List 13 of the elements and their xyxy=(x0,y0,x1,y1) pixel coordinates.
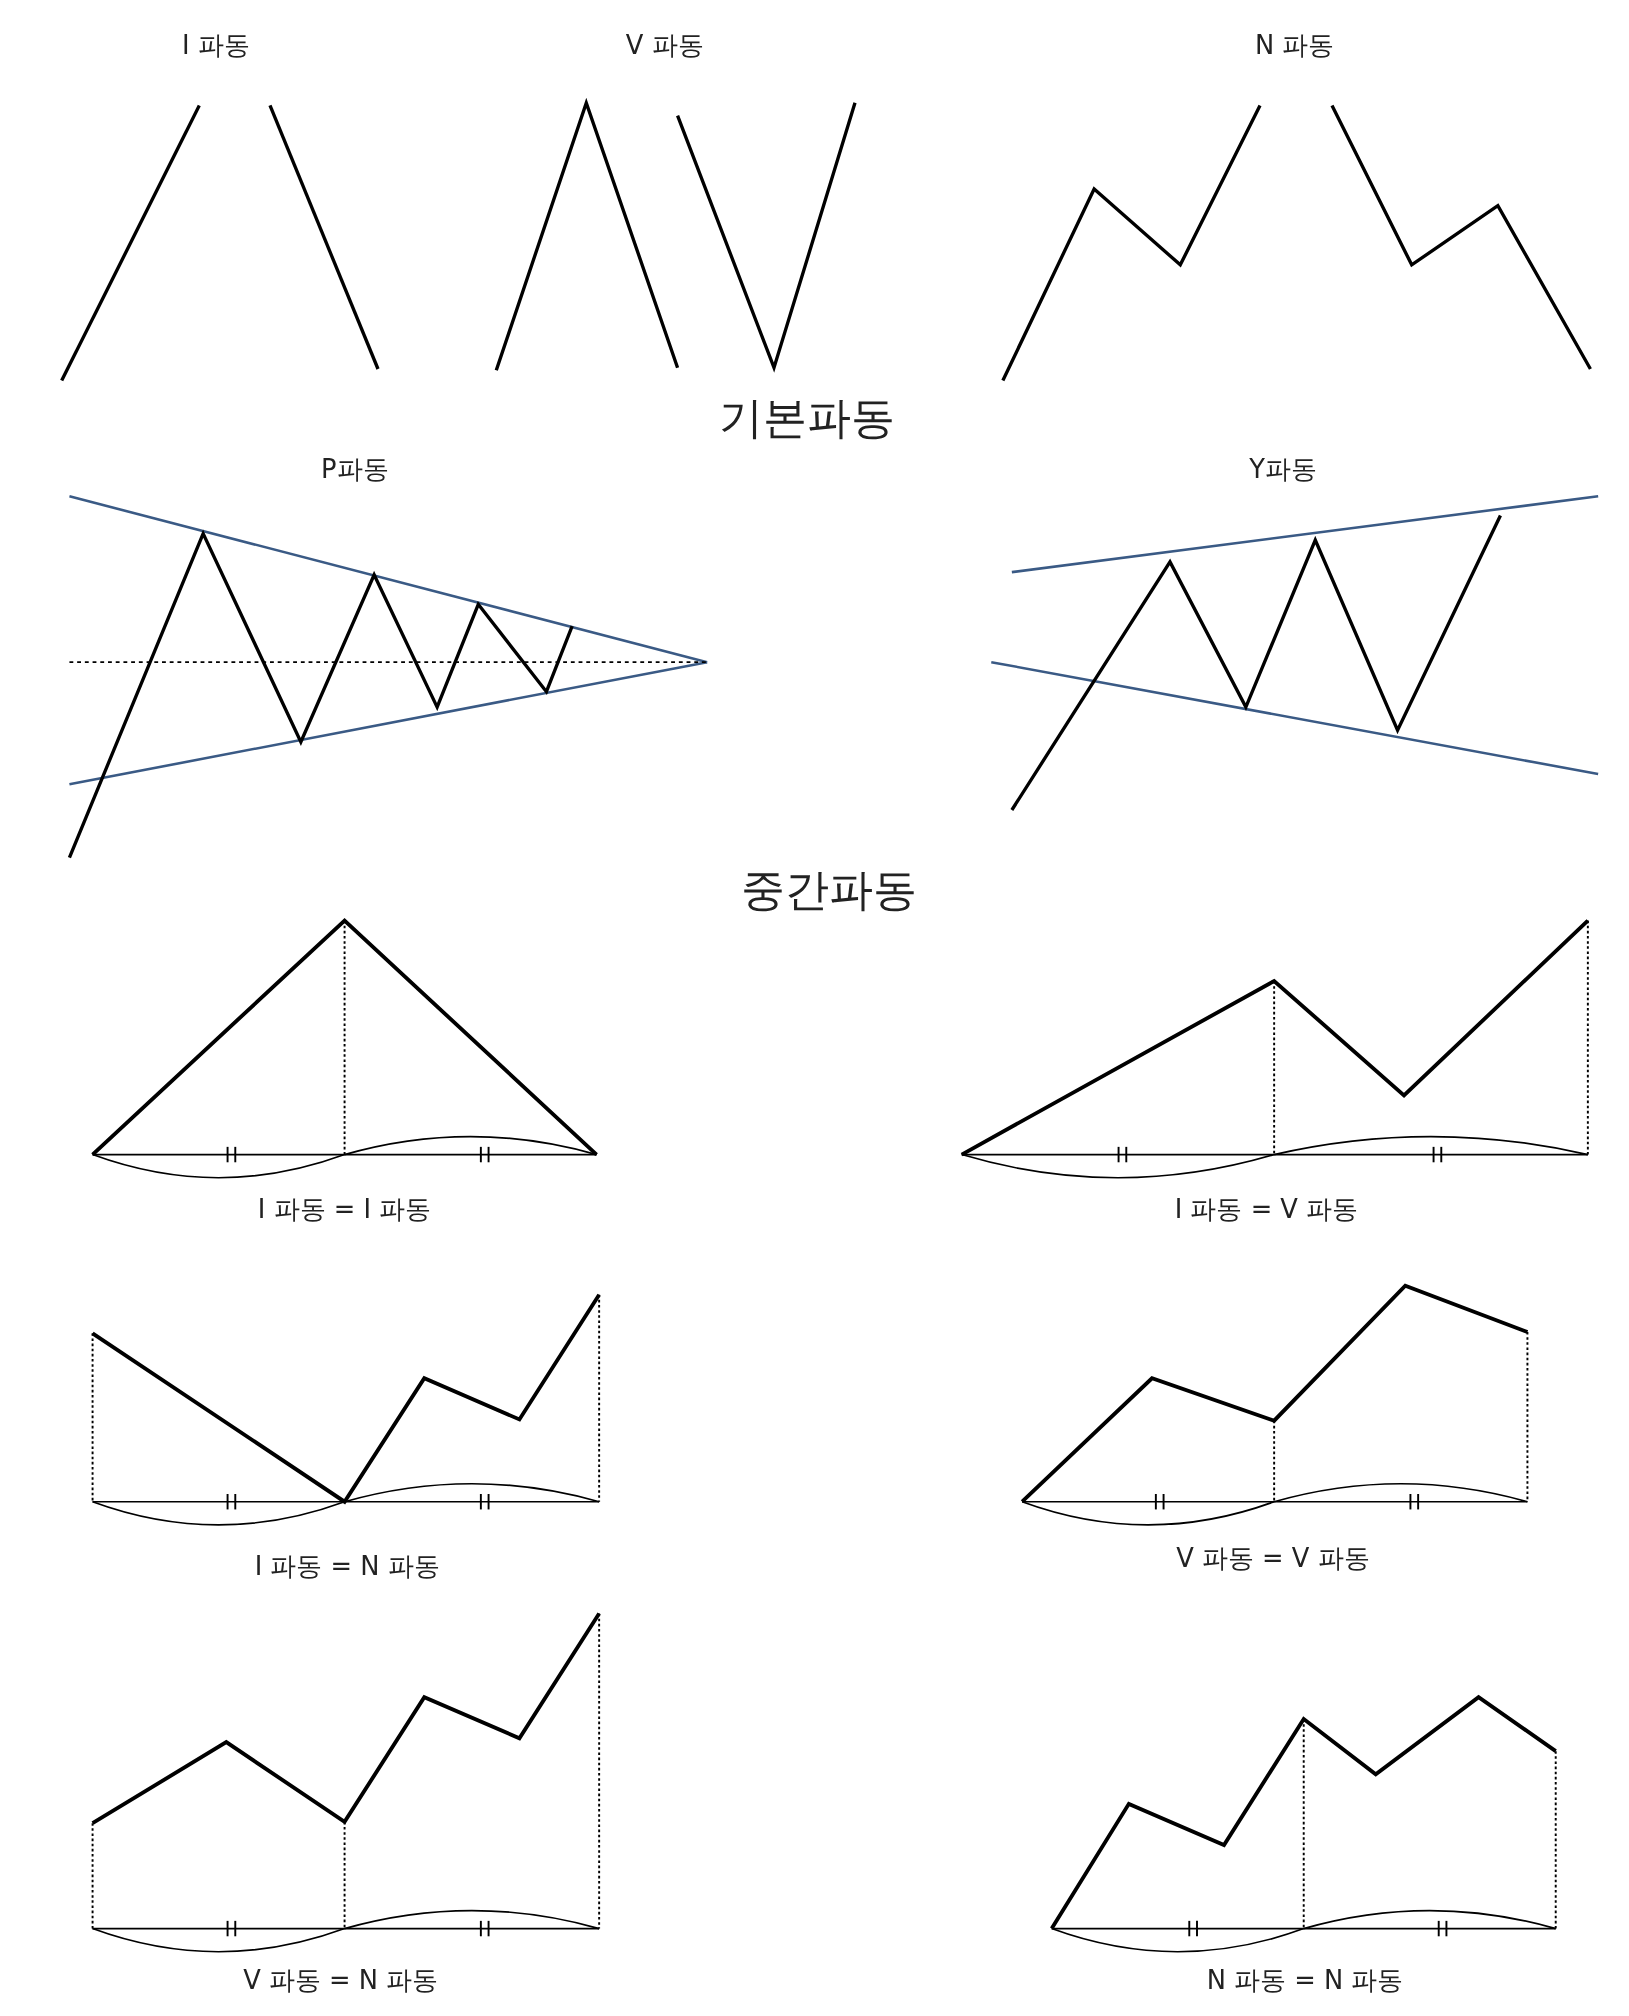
wave-label: I 파동 xyxy=(182,30,250,60)
equation-label: V 파동 = N 파동 xyxy=(243,1965,439,1995)
wave-label: Y파동 xyxy=(1249,455,1317,484)
wave-label: V 파동 xyxy=(625,30,704,60)
equation-label: I 파동 = I 파동 xyxy=(257,1194,432,1223)
section-heading: 중간파동 xyxy=(741,865,918,914)
equation-label: I 파동 = N 파동 xyxy=(254,1551,440,1581)
equation-label: I 파동 = V 파동 xyxy=(1174,1194,1359,1223)
wave-label: N 파동 xyxy=(1255,30,1335,60)
wave-label: P파동 xyxy=(321,455,389,484)
equation-label: N 파동 = N 파동 xyxy=(1206,1965,1404,1995)
section-heading: 기본파동 xyxy=(719,393,896,442)
equation-label: V 파동 = V 파동 xyxy=(1176,1544,1370,1573)
